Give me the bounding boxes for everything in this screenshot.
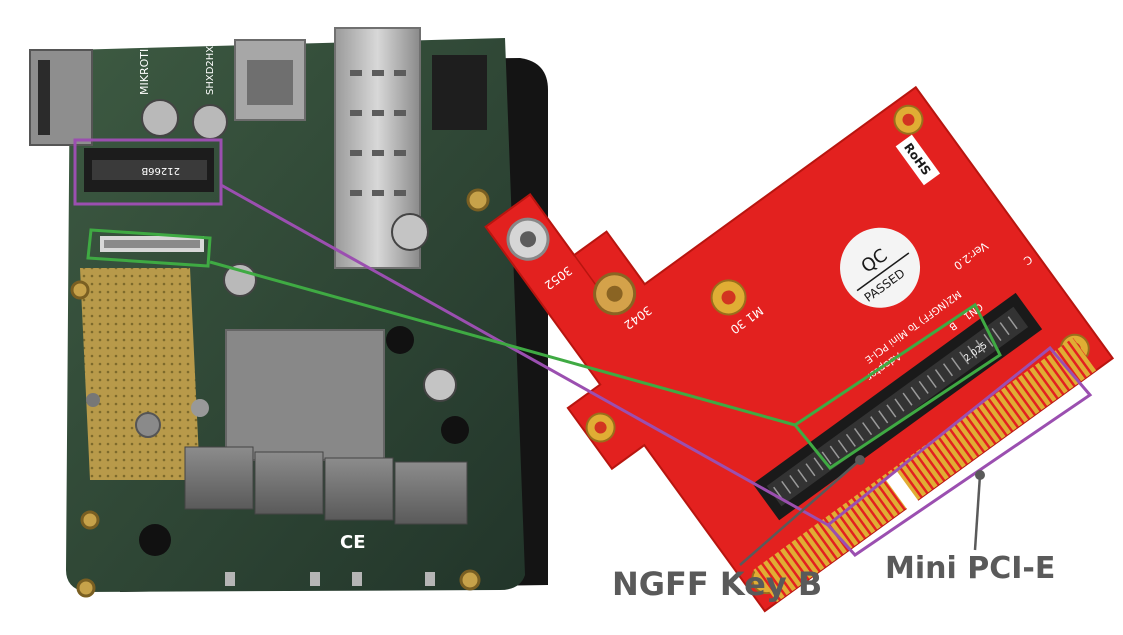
power-jack [432,55,487,130]
minipcie-pointer [973,470,985,551]
mini-pcie-label: Mini PCI-E [885,551,1055,586]
purple-box-minipcie [825,345,1093,557]
green-connector-line [209,260,796,427]
board-gold-area [80,268,200,480]
heatsinks [184,446,468,525]
ngff-to-minipcie-adapter: 3052 3042 M1 30 RoHS QC PASSED Ver: [484,85,1115,613]
board-brand: MIKROTIK [138,41,151,95]
board-ce-mark: CE [340,532,366,553]
soc-chip [225,329,385,461]
green-box-board-slot [86,228,212,268]
ngff-key-b-label: NGFF Key B [612,565,822,603]
green-box-ngff [792,302,1002,471]
board-m2-chip-label: 21266B [141,165,180,176]
ngff-pointer [739,455,865,566]
purple-connector-line-1 [220,183,829,527]
router-board: MIKROTIK SHXD2HXD 21266B [29,27,548,598]
board-model: SHXD2HXD [205,38,216,95]
purple-box-board-slot [73,138,223,206]
minipcie-key-notch [885,471,921,513]
